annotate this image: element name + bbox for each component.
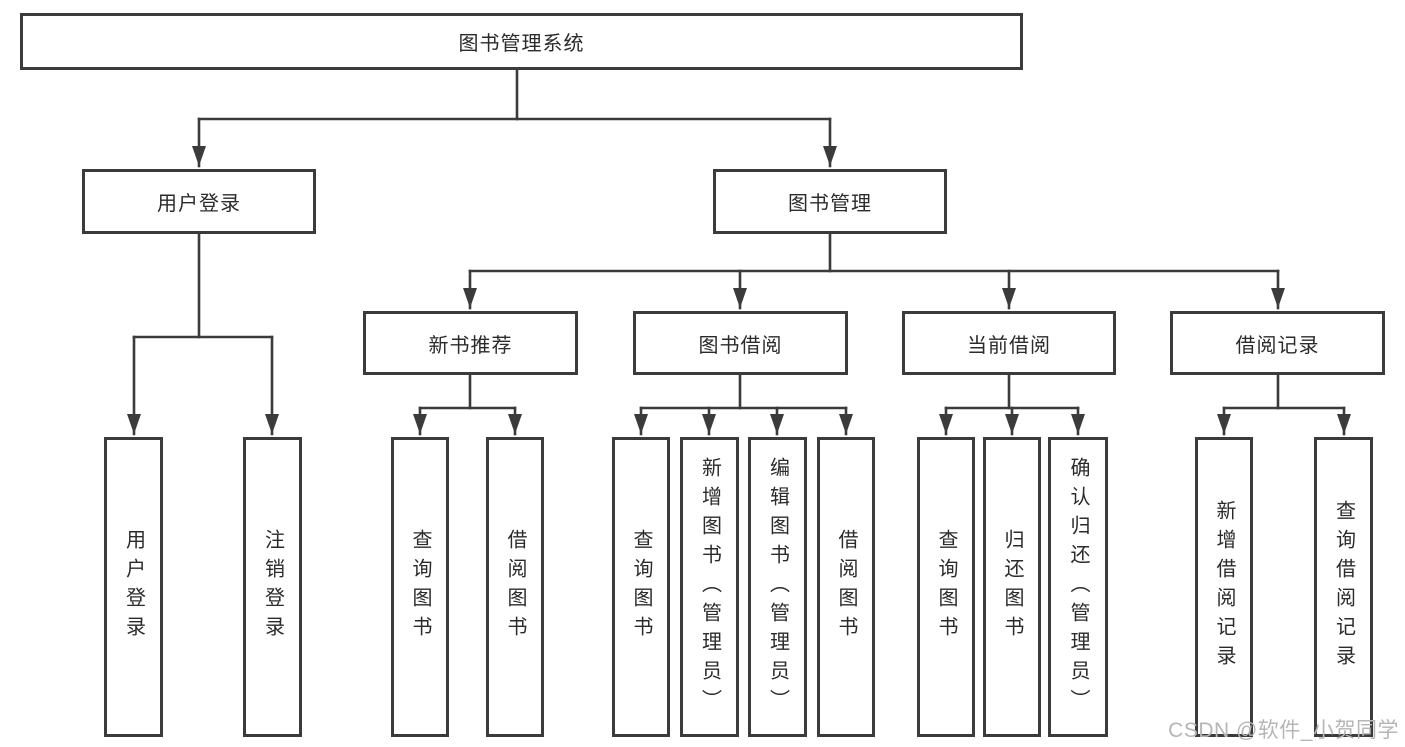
node-label: 用户登录 (122, 529, 145, 645)
node-label: 新书推荐 (428, 334, 513, 357)
node-label: 当前借阅 (967, 334, 1051, 357)
leaf-nbr-query-books: 查询图书 (391, 437, 449, 737)
node-label: 查询借阅记录 (1332, 500, 1355, 674)
node-label: 查询图书 (630, 529, 652, 645)
node-label: 图书借阅 (698, 334, 783, 357)
node-label: 新增图书（管理员） (698, 456, 721, 718)
leaf-cb-return-books: 归还图书 (983, 437, 1041, 737)
node-label: 查询图书 (409, 529, 431, 645)
leaf-user-login: 用户登录 (104, 437, 163, 737)
node-user-login: 用户登录 (82, 169, 316, 234)
csdn-watermark: CSDN @软件_小贺同学 (1168, 719, 1399, 742)
node-label: 借阅图书 (504, 529, 526, 645)
leaf-bb-borrow-books: 借阅图书 (817, 437, 875, 737)
leaf-bb-query-books: 查询图书 (612, 437, 670, 737)
leaf-logout: 注销登录 (243, 437, 302, 737)
leaf-bb-add-books-admin: 新增图书（管理员） (680, 437, 739, 737)
leaf-br-add-record: 新增借阅记录 (1195, 437, 1253, 737)
node-label: 图书管理 (788, 193, 872, 215)
leaf-bb-edit-books-admin: 编辑图书（管理员） (748, 437, 807, 737)
node-label: 编辑图书（管理员） (766, 456, 789, 718)
node-borrowing-records: 借阅记录 (1170, 311, 1385, 375)
leaf-nbr-borrow-books: 借阅图书 (486, 437, 544, 737)
node-label: 查询图书 (935, 529, 957, 645)
node-label: 归还图书 (1001, 529, 1023, 645)
leaf-cb-query-books: 查询图书 (917, 437, 975, 737)
node-label: 借阅图书 (835, 529, 857, 645)
node-root-system: 图书管理系统 (20, 13, 1023, 70)
node-label: 注销登录 (261, 529, 284, 645)
leaf-br-query-record: 查询借阅记录 (1314, 437, 1373, 737)
node-book-borrowing: 图书借阅 (633, 311, 848, 375)
node-new-book-recommend: 新书推荐 (363, 311, 578, 375)
node-label: 用户登录 (157, 193, 241, 215)
node-label: 确认归还（管理员） (1067, 456, 1089, 718)
node-label: 借阅记录 (1235, 334, 1320, 357)
node-label: 新增借阅记录 (1213, 500, 1235, 674)
node-book-management: 图书管理 (713, 169, 947, 234)
node-current-borrowing: 当前借阅 (902, 311, 1116, 375)
node-label: 图书管理系统 (458, 33, 585, 55)
leaf-cb-confirm-return-admin: 确认归还（管理员） (1048, 437, 1108, 737)
